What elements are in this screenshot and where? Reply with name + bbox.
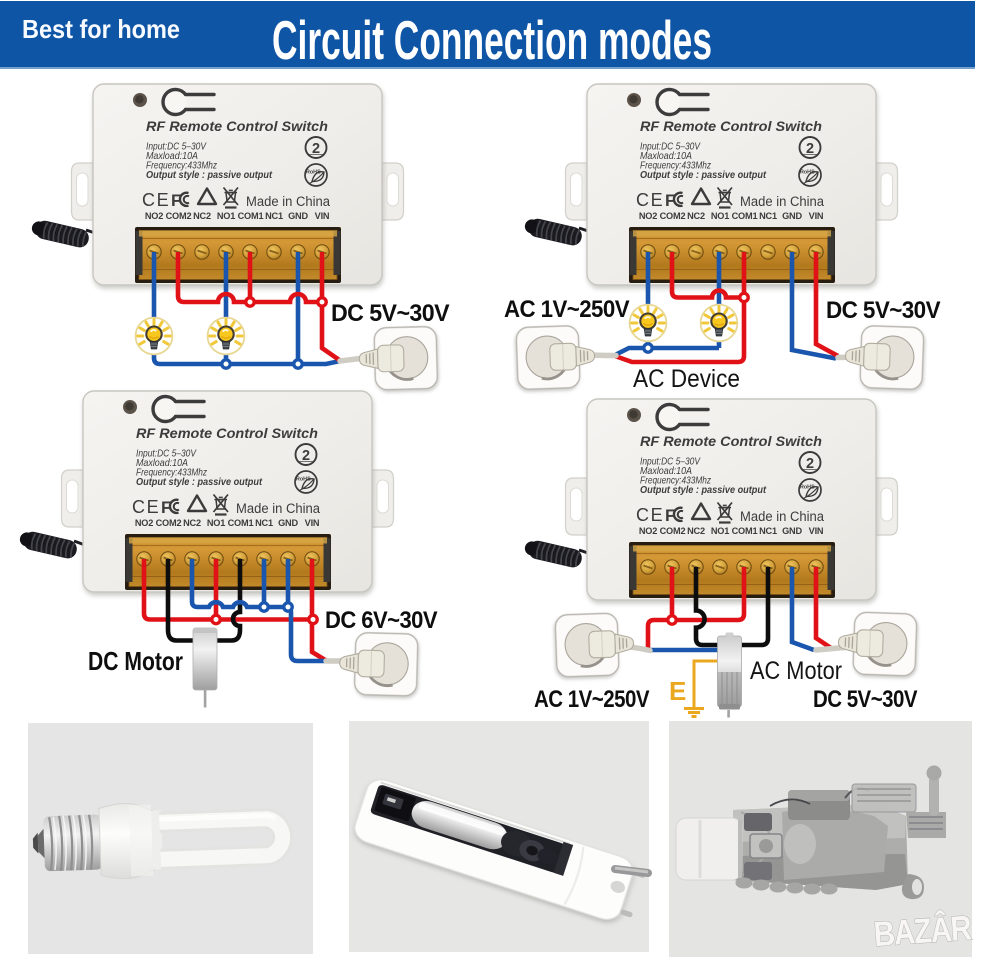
- svg-text:AC 1V~250V: AC 1V~250V: [534, 686, 649, 713]
- svg-text:AC 1V~250V: AC 1V~250V: [504, 296, 630, 323]
- svg-text:AC Motor: AC Motor: [750, 657, 842, 685]
- svg-text:DC 5V~30V: DC 5V~30V: [826, 297, 941, 324]
- svg-text:E: E: [669, 676, 686, 706]
- svg-text:Circuit Connection modes: Circuit Connection modes: [272, 9, 712, 71]
- svg-text:DC Motor: DC Motor: [88, 646, 183, 676]
- svg-text:DC 5V~30V: DC 5V~30V: [331, 300, 450, 327]
- svg-text:BAZÂR: BAZÂR: [872, 907, 973, 954]
- svg-text:AC Device: AC Device: [633, 365, 740, 393]
- svg-text:DC 5V~30V: DC 5V~30V: [813, 686, 917, 713]
- svg-text:Best for home: Best for home: [22, 14, 180, 44]
- svg-text:DC 6V~30V: DC 6V~30V: [325, 607, 438, 634]
